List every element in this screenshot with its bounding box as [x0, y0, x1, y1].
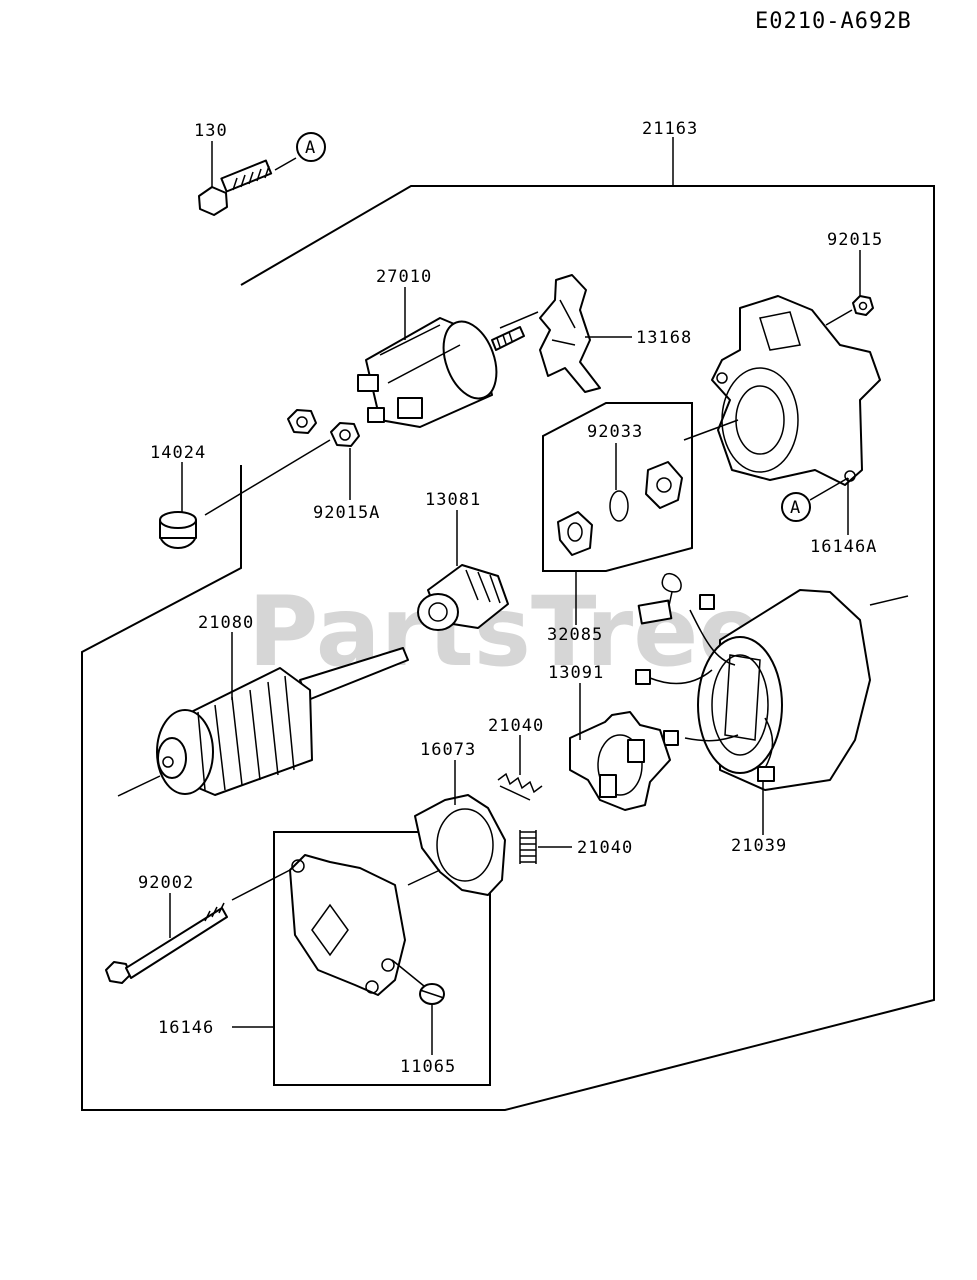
armature-21080[interactable] [117, 647, 409, 797]
label-21080: 21080 [198, 613, 254, 633]
label-92015: 92015 [827, 230, 883, 250]
label-16146A: 16146A [810, 537, 877, 557]
svg-text:A: A [305, 138, 316, 158]
screw-11065[interactable] [419, 983, 445, 1005]
label-21039: 21039 [731, 836, 787, 856]
field-leads [635, 573, 775, 782]
plate-16073[interactable] [414, 794, 506, 896]
label-16073: 16073 [420, 740, 476, 760]
kit-box-32085 [542, 402, 693, 572]
cap-14024[interactable] [159, 511, 197, 549]
rear-cover-16146[interactable] [289, 854, 406, 996]
pinion-13081[interactable] [417, 564, 509, 631]
brush-holder-13091[interactable] [569, 711, 671, 811]
drive-housing-16146A[interactable] [711, 295, 881, 486]
solenoid-27010[interactable] [357, 314, 525, 428]
collar-kit[interactable] [557, 511, 593, 556]
bolt-130[interactable] [198, 159, 273, 216]
gear-kit[interactable] [645, 461, 683, 509]
label-27010: 27010 [376, 267, 432, 287]
label-32085: 32085 [547, 625, 603, 645]
label-16146: 16146 [158, 1018, 214, 1038]
label-13091: 13091 [548, 663, 604, 683]
label-21040-upper: 21040 [488, 716, 544, 736]
spring-21040-upper[interactable] [497, 772, 543, 801]
label-92015A: 92015A [313, 503, 380, 523]
label-21163: 21163 [642, 119, 698, 139]
label-92033: 92033 [587, 422, 643, 442]
ring-92033[interactable] [609, 490, 629, 522]
svg-text:A: A [790, 498, 801, 518]
spring-21040-lower[interactable] [519, 830, 537, 864]
nut-solenoid[interactable] [287, 409, 317, 434]
label-14024: 14024 [150, 443, 206, 463]
nut-92015A[interactable] [330, 422, 360, 447]
label-11065: 11065 [400, 1057, 456, 1077]
label-13081: 13081 [425, 490, 481, 510]
nut-92015[interactable] [852, 295, 874, 316]
label-21040-lower: 21040 [577, 838, 633, 858]
label-13168: 13168 [636, 328, 692, 348]
reference-marker-a-top: A [296, 132, 326, 162]
label-130: 130 [194, 121, 228, 141]
label-92002: 92002 [138, 873, 194, 893]
lever-13168[interactable] [539, 274, 601, 393]
yoke-21039[interactable] [697, 589, 909, 791]
reference-marker-a-right: A [781, 492, 811, 522]
diagram-code: E0210-A692B [755, 9, 912, 34]
bolt-92002[interactable] [105, 902, 228, 984]
